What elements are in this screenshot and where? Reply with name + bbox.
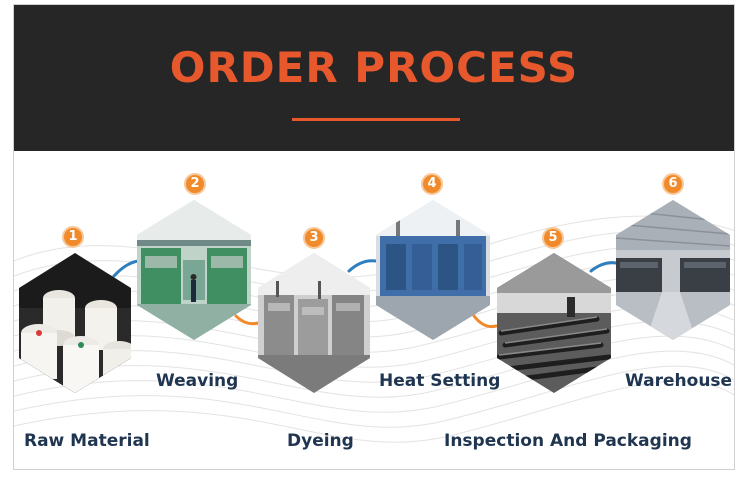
step-label-heat-setting: Heat Setting <box>379 371 501 391</box>
step-label-warehouse: Warehouse <box>625 371 733 391</box>
step-1-badge: 1 <box>62 226 84 248</box>
step-label-dyeing: Dyeing <box>287 431 354 451</box>
step-label-raw-material: Raw Material <box>24 431 150 451</box>
raw-material-image <box>19 253 131 393</box>
header-banner: ORDER PROCESS <box>14 5 734 151</box>
title-underline <box>292 118 460 121</box>
warehouse-image <box>616 200 730 340</box>
step-2-badge: 2 <box>184 173 206 195</box>
step-4-badge: 4 <box>421 173 443 195</box>
step-connectors <box>112 259 618 328</box>
step-5-badge: 5 <box>542 227 564 249</box>
step-6-badge: 6 <box>662 173 684 195</box>
heat-setting-image <box>376 200 490 340</box>
dyeing-image <box>258 253 370 393</box>
order-process-graphic: ORDER PROCESS <box>13 4 735 470</box>
weaving-image <box>137 200 251 340</box>
step-label-weaving: Weaving <box>156 371 239 391</box>
inspection-packaging-image <box>497 253 611 393</box>
step-label-inspection-packaging: Inspection And Packaging <box>444 431 692 451</box>
step-3-badge: 3 <box>303 227 325 249</box>
page-title: ORDER PROCESS <box>169 43 579 92</box>
